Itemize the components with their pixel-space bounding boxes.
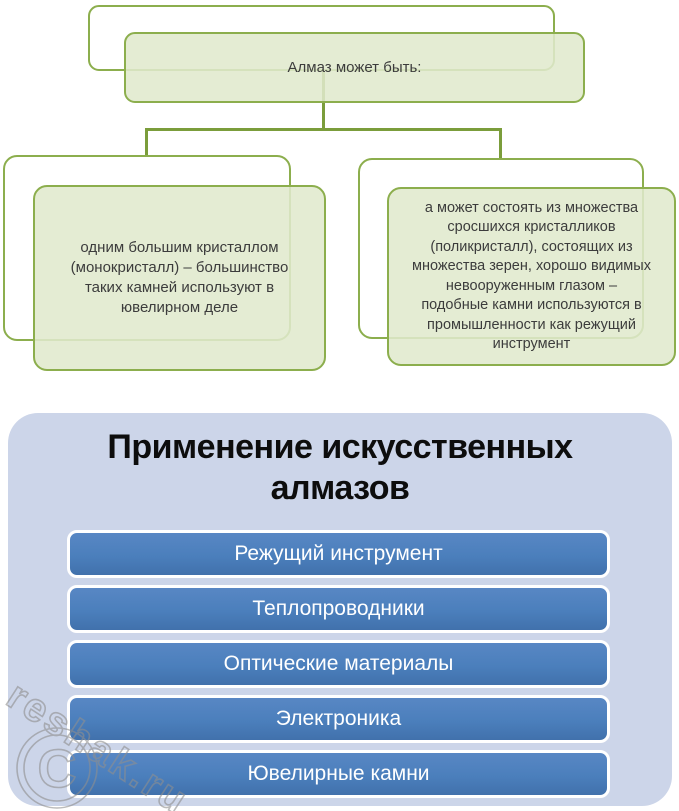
right-box-line: промышленности как режущий bbox=[427, 316, 636, 333]
connector-horizontal bbox=[145, 128, 502, 131]
root-box: Алмаз может быть: bbox=[124, 32, 585, 103]
list-item: Оптические материалы bbox=[67, 640, 610, 688]
right-box-line: а может состоять из множества bbox=[424, 199, 639, 216]
root-box-label: Алмаз может быть: bbox=[287, 59, 422, 76]
left-box-line: одним большим кристаллом bbox=[80, 239, 279, 256]
right-box-line: сросшихся кристалликов bbox=[447, 219, 616, 235]
right-box-line: множества зерен, хорошо видимых bbox=[412, 258, 651, 274]
left-box-line: таких камней используют в bbox=[84, 279, 275, 296]
right-box-line: (поликристалл), состоящих из bbox=[430, 238, 633, 255]
list-item: Электроника bbox=[67, 695, 610, 743]
left-box: одним большим кристаллом (монокристалл) … bbox=[33, 185, 326, 371]
left-box-line: (монокристалл) – большинство bbox=[70, 259, 289, 276]
connector-left-drop bbox=[145, 128, 148, 160]
connector-right-drop bbox=[499, 128, 502, 160]
right-box-line: инструмент bbox=[492, 336, 571, 352]
right-box-line: невооруженным глазом – bbox=[445, 277, 618, 294]
list-item: Теплопроводники bbox=[67, 585, 610, 633]
applications-list: Режущий инструмент Теплопроводники Оптич… bbox=[67, 530, 610, 798]
panel-title: Применение искусственных алмазов bbox=[8, 413, 672, 509]
applications-panel: Применение искусственных алмазов Режущий… bbox=[8, 413, 672, 806]
right-box-line: подобные камни используются в bbox=[421, 297, 642, 313]
list-item: Ювелирные камни bbox=[67, 750, 610, 798]
right-box: а может состоять из множества сросшихся … bbox=[387, 187, 676, 366]
panel-title-text: Применение искусственных алмазов bbox=[107, 428, 573, 507]
left-box-line: ювелирном деле bbox=[120, 299, 239, 316]
list-item: Режущий инструмент bbox=[67, 530, 610, 578]
